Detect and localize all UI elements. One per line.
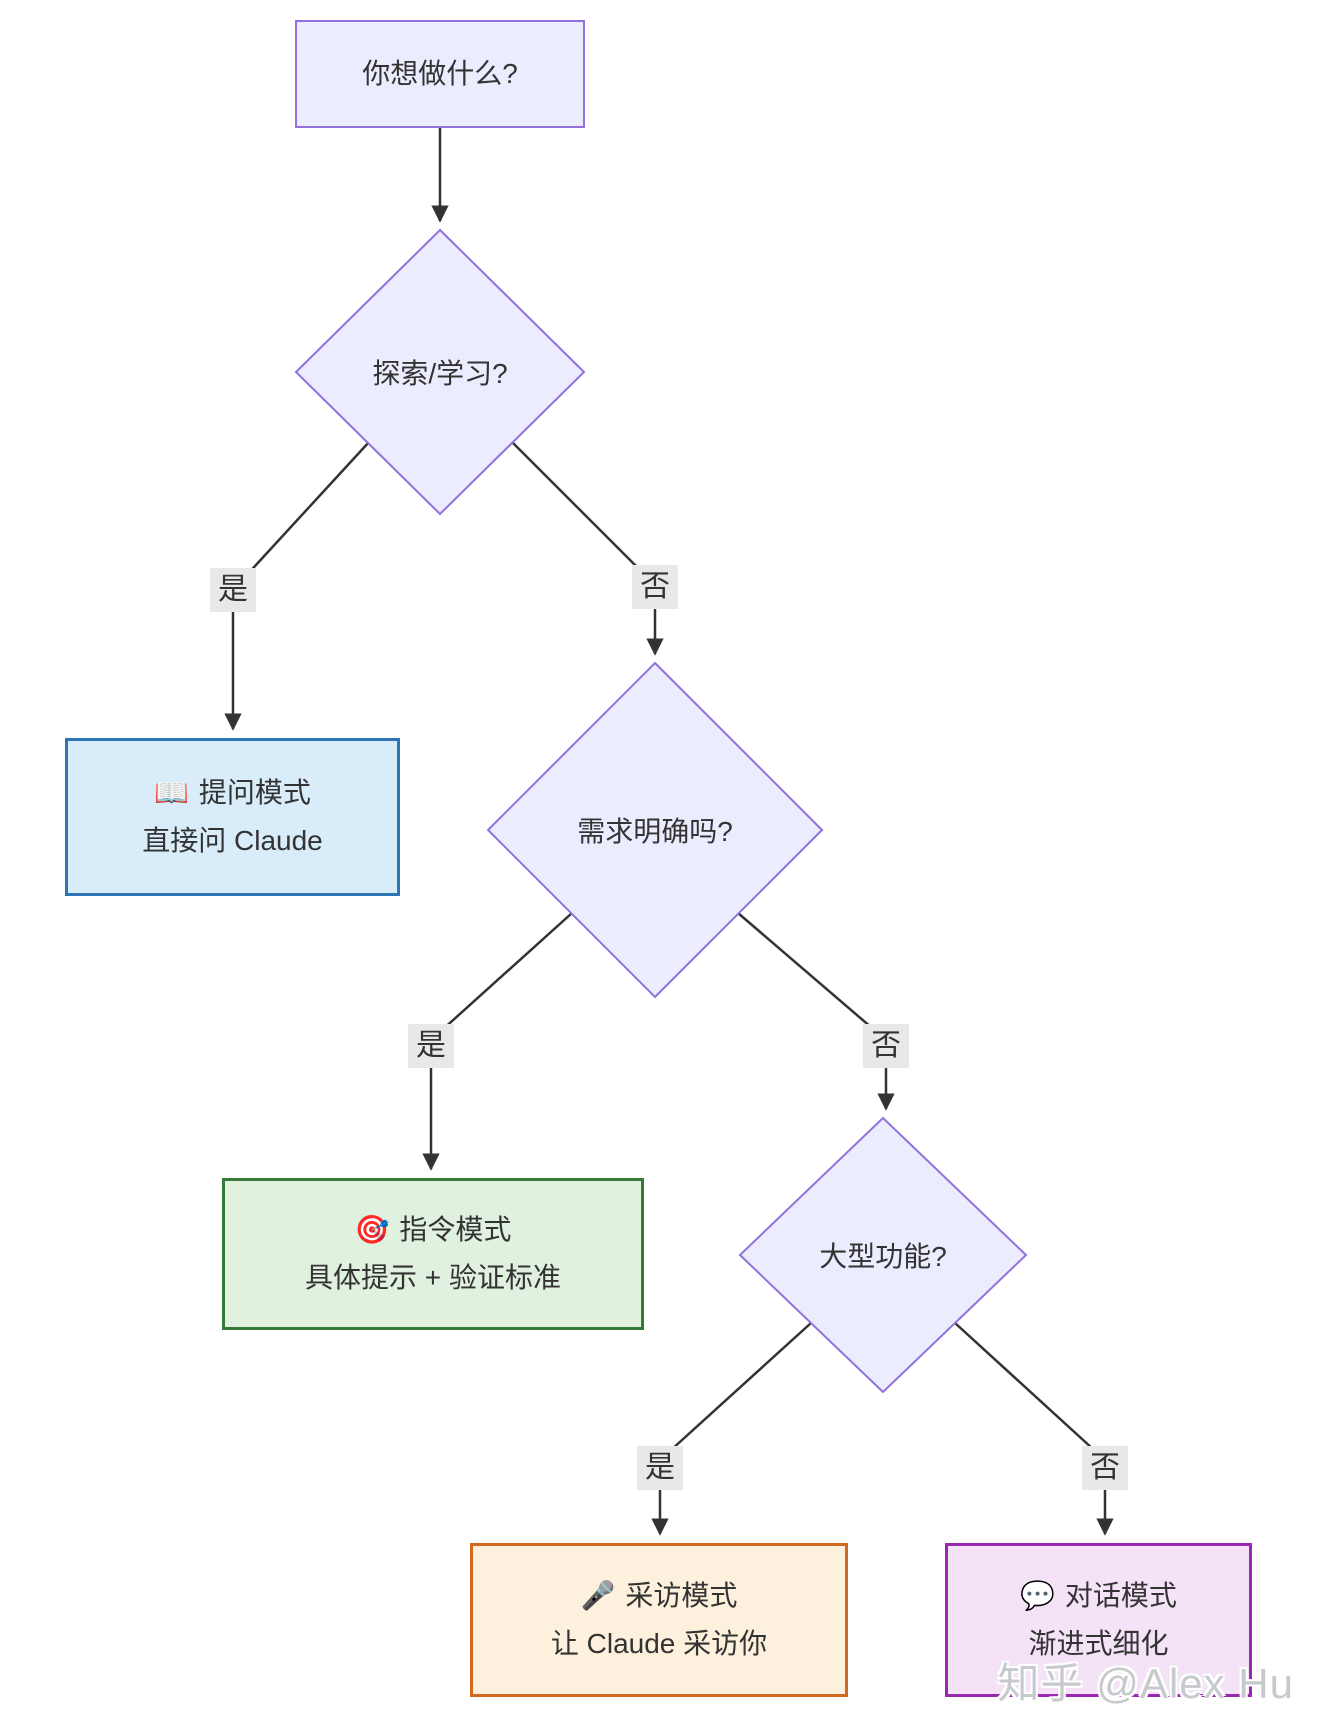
- node-interview-mode: 🎤 采访模式 让 Claude 采访你: [470, 1543, 848, 1697]
- microphone-icon: 🎤: [580, 1580, 616, 1611]
- interview-mode-title: 采访模式: [625, 1580, 738, 1611]
- edge-clear-no-large: [737, 912, 895, 1111]
- edge-label-large-no: 否: [1082, 1446, 1128, 1490]
- decision-large-shape: [738, 1116, 1028, 1394]
- edge-label-clear-yes: 是: [408, 1024, 454, 1068]
- speech-balloon-icon: 💬: [1020, 1580, 1055, 1611]
- edge-label-clear-no: 否: [863, 1024, 909, 1068]
- ask-mode-title: 提问模式: [198, 777, 311, 808]
- node-command-mode: 🎯 指令模式 具体提示 + 验证标准: [222, 1178, 644, 1330]
- node-dialogue-mode: 💬 对话模式 渐进式细化: [945, 1543, 1252, 1697]
- ask-mode-subtitle: 直接问 Claude: [142, 825, 323, 856]
- node-start-label: 你想做什么?: [362, 58, 518, 89]
- decision-explore-shape: [294, 228, 586, 516]
- edge-explore-no-clear: [511, 441, 664, 656]
- dialogue-mode-subtitle: 渐进式细化: [1028, 1628, 1169, 1659]
- zhihu-watermark: 知乎 @Alex Hu: [997, 1660, 1294, 1707]
- edge-label-large-yes: 是: [637, 1446, 683, 1490]
- edge-large-yes-interview: [651, 1322, 812, 1536]
- command-mode-subtitle: 具体提示 + 验证标准: [305, 1262, 561, 1293]
- interview-mode-title-line: 🎤 采访模式: [581, 1572, 738, 1620]
- ask-mode-title-line: 📖 提问模式: [154, 769, 311, 817]
- decision-clear-shape: [486, 661, 824, 999]
- dialogue-mode-title-line: 💬 对话模式: [1020, 1572, 1177, 1620]
- node-start: 你想做什么?: [295, 20, 585, 128]
- edge-label-explore-no: 否: [632, 565, 678, 609]
- interview-mode-subtitle: 让 Claude 采访你: [550, 1628, 768, 1659]
- command-mode-title-line: 🎯 指令模式: [355, 1206, 512, 1254]
- dialogue-mode-title: 对话模式: [1064, 1580, 1177, 1611]
- command-mode-title: 指令模式: [399, 1214, 512, 1245]
- edge-label-explore-yes: 是: [210, 568, 256, 612]
- open-book-icon: 📖: [154, 777, 189, 808]
- edge-large-no-dialogue: [954, 1322, 1114, 1536]
- target-icon: 🎯: [354, 1214, 390, 1245]
- node-ask-mode: 📖 提问模式 直接问 Claude: [65, 738, 400, 896]
